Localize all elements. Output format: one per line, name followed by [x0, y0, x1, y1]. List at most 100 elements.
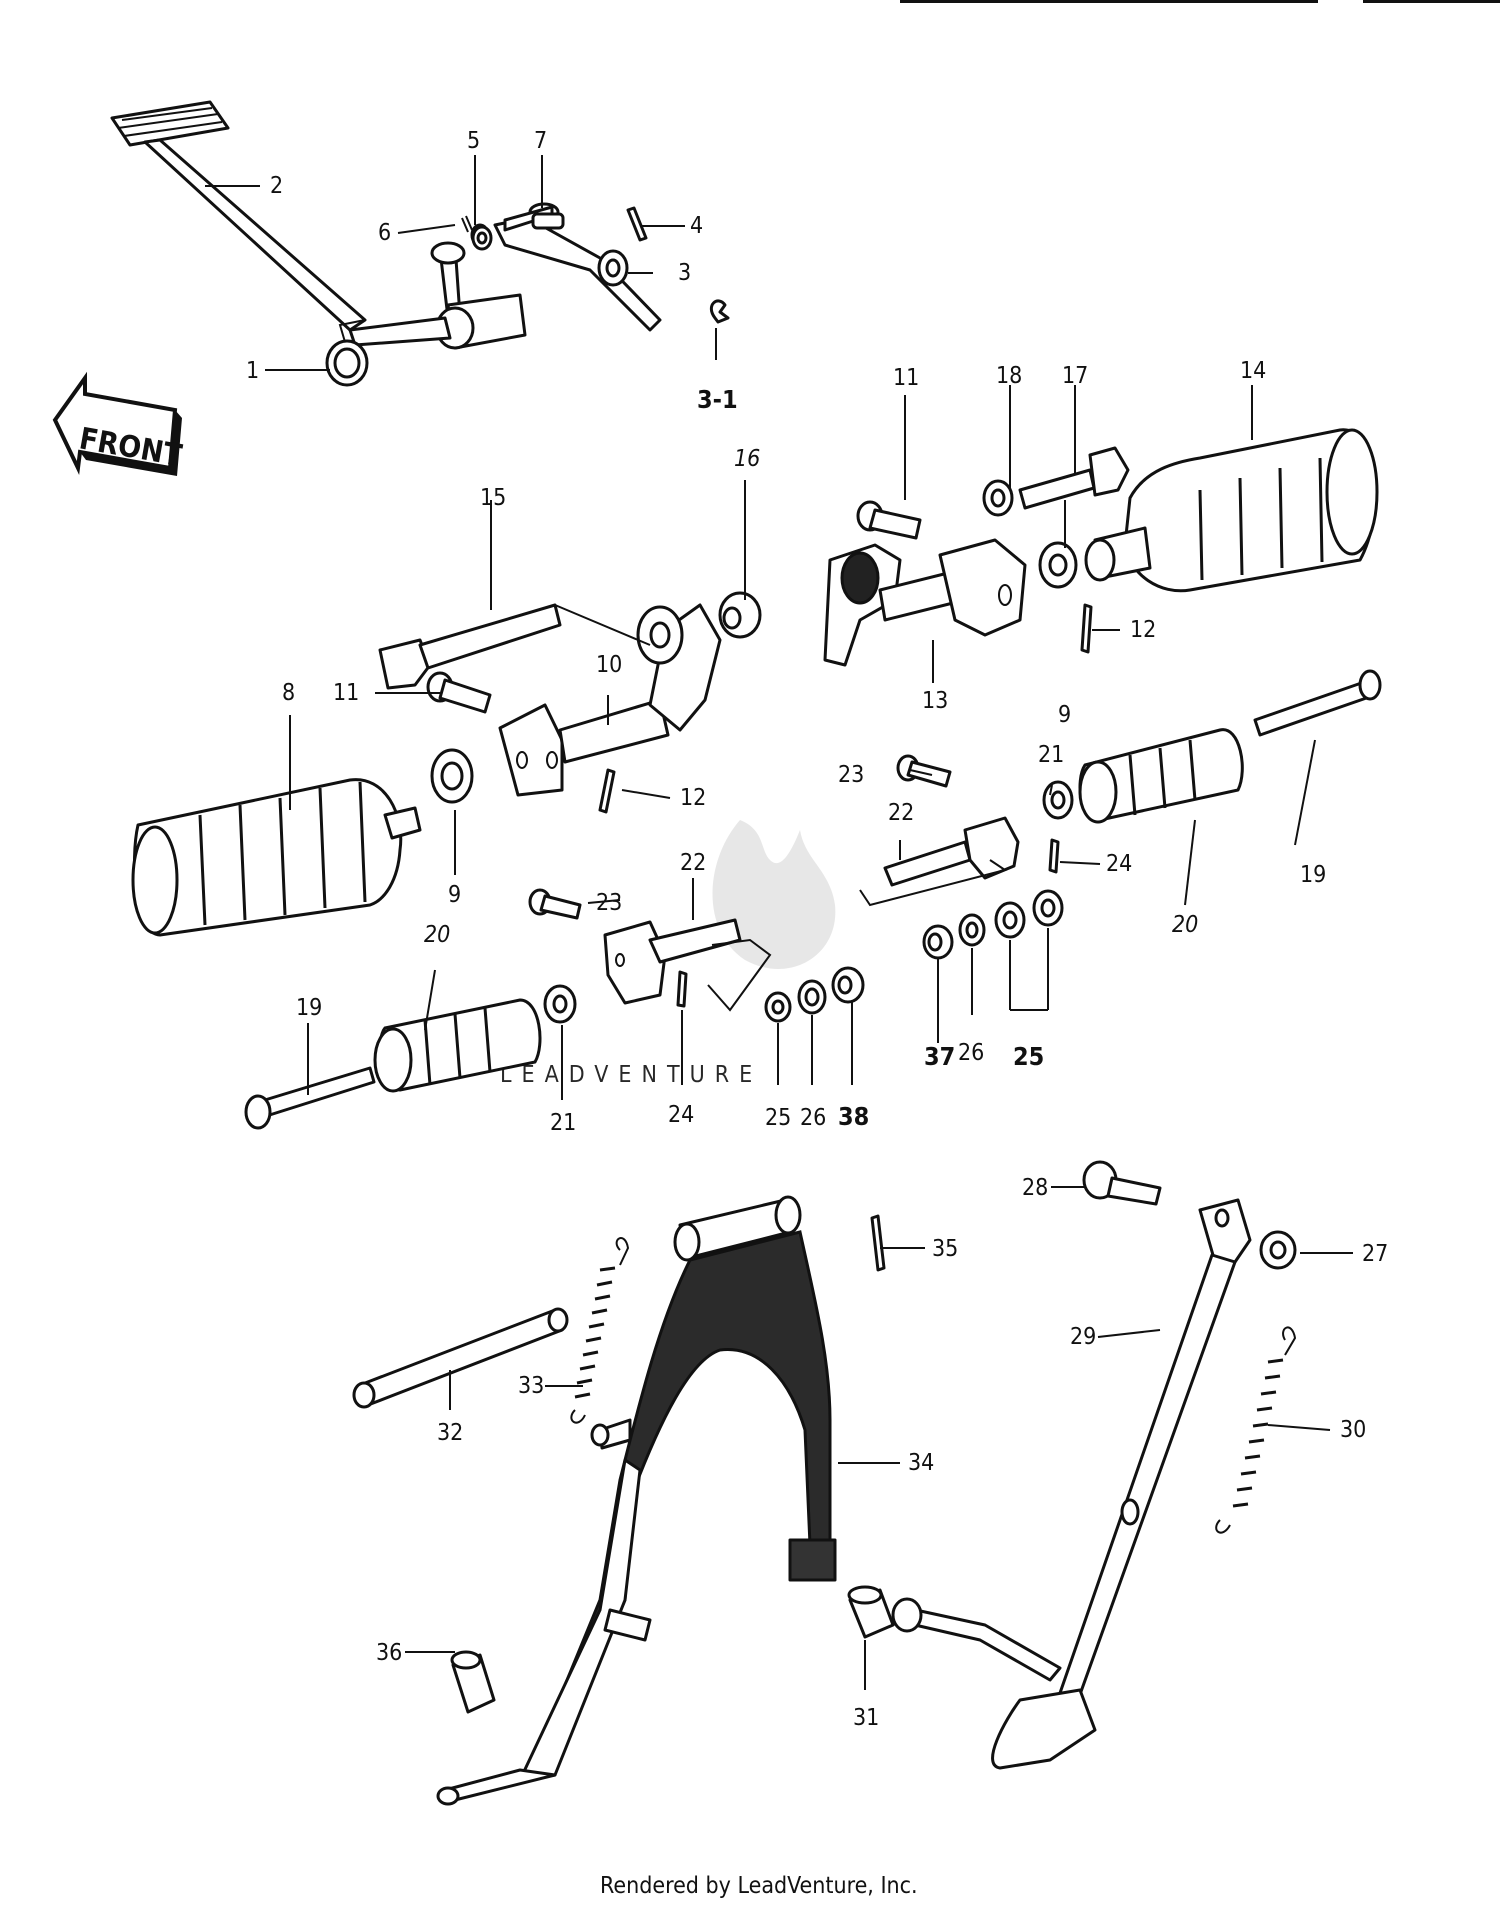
- bolt-17: [1018, 446, 1130, 510]
- callout-12-left: 12: [680, 785, 706, 811]
- watermark-text: LEADVENTURE: [500, 1062, 762, 1088]
- callout-31: 31: [853, 1705, 879, 1731]
- assembly-line-left: [707, 938, 772, 1012]
- footrest-rubber-8: [131, 778, 422, 937]
- pin-19-right: [1253, 669, 1382, 737]
- callout-21-left: 21: [550, 1110, 576, 1136]
- cotter-24-left: [676, 970, 688, 1008]
- callout-19-left: 19: [296, 995, 322, 1021]
- washer-21-left: [543, 984, 577, 1024]
- callout-3-1: 3-1: [697, 385, 738, 414]
- nut-27: [1259, 1230, 1297, 1270]
- nut-37: [922, 924, 954, 960]
- nut-38: [831, 966, 865, 1004]
- assembly-line-right: [859, 859, 1008, 907]
- callout-30: 30: [1340, 1417, 1366, 1443]
- callout-24-left: 24: [668, 1102, 694, 1128]
- callout-4: 4: [690, 213, 703, 239]
- callout-34: 34: [908, 1450, 934, 1476]
- callout-7: 7: [534, 128, 547, 154]
- pin-19-left: [244, 1066, 376, 1130]
- footrest-bracket-10: [498, 603, 722, 797]
- callout-14: 14: [1240, 358, 1266, 384]
- pin-7: [531, 212, 565, 230]
- washer-9-right: [1038, 541, 1078, 589]
- peg-bracket-22-right: [883, 816, 1020, 887]
- washer-18: [982, 479, 1014, 517]
- callout-25-left: 25: [765, 1105, 791, 1131]
- front-arrow: FRONT: [52, 371, 185, 476]
- center-stand-34: [436, 1195, 837, 1806]
- footer-credit: Rendered by LeadVenture, Inc.: [600, 1873, 918, 1899]
- washer-26-left: [797, 979, 827, 1015]
- footrest-rubber-14: [1084, 428, 1379, 593]
- callout-13: 13: [922, 688, 948, 714]
- bolt-28: [1082, 1160, 1162, 1206]
- washer-21-right: [1042, 780, 1074, 820]
- cotter-pin-4: [626, 206, 648, 242]
- callout-28: 28: [1022, 1175, 1048, 1201]
- cotter-35: [870, 1214, 886, 1272]
- washer-5: [471, 225, 493, 251]
- leader-lines: [205, 155, 1353, 1690]
- callout-36: 36: [376, 1640, 402, 1666]
- callout-23-left: 23: [596, 890, 622, 916]
- washer-9-left: [430, 748, 474, 804]
- callout-15: 15: [480, 485, 506, 511]
- callout-17: 17: [1062, 363, 1088, 389]
- callout-18: 18: [996, 363, 1022, 389]
- cotter-12-left: [598, 768, 616, 814]
- sleeve-31: [847, 1585, 895, 1639]
- peg-bracket-22-left: [603, 918, 742, 1005]
- callout-19-right: 19: [1300, 862, 1326, 888]
- clip-3-1: [709, 299, 730, 324]
- washer-25-left: [764, 991, 792, 1023]
- cotter-pin-6: [461, 215, 473, 233]
- spring-33: [570, 1237, 630, 1424]
- callout-25-right: 25: [1013, 1042, 1044, 1071]
- callout-20-left: 20: [424, 922, 450, 948]
- callout-5: 5: [467, 128, 480, 154]
- callout-2: 2: [270, 173, 283, 199]
- callout-20-right: 20: [1172, 912, 1198, 938]
- brake-pedal: [110, 100, 527, 350]
- callout-26-left: 26: [800, 1105, 826, 1131]
- callout-22-right: 22: [888, 800, 914, 826]
- callout-9-left: 9: [448, 882, 461, 908]
- washer-25-right-a: [994, 901, 1026, 939]
- washer-3: [597, 249, 629, 287]
- spring-30: [1215, 1326, 1297, 1534]
- callout-26-right: 26: [958, 1040, 984, 1066]
- callout-10: 10: [596, 652, 622, 678]
- bolt-23-right: [896, 754, 952, 788]
- callout-37: 37: [924, 1042, 955, 1071]
- cotter-24-right: [1048, 838, 1060, 874]
- callout-11-right: 11: [893, 365, 919, 391]
- callout-23-right: 23: [838, 762, 864, 788]
- callout-38: 38: [838, 1102, 869, 1131]
- callout-33: 33: [518, 1373, 544, 1399]
- callout-1: 1: [246, 358, 259, 384]
- peg-rubber-20-right: [1078, 728, 1244, 824]
- callout-29: 29: [1070, 1324, 1096, 1350]
- callout-9-right: 9: [1058, 702, 1071, 728]
- washer-25-right-b: [1032, 889, 1064, 927]
- return-spring-1: [325, 319, 369, 387]
- cotter-12-right: [1080, 603, 1093, 654]
- washer-26-right: [958, 913, 986, 947]
- callout-12-right: 12: [1130, 617, 1156, 643]
- callout-35: 35: [932, 1236, 958, 1262]
- callout-22-left: 22: [680, 850, 706, 876]
- nut-16: [718, 591, 762, 639]
- bolt-11-right: [856, 500, 922, 540]
- callout-24-right: 24: [1106, 851, 1132, 877]
- callout-27: 27: [1362, 1241, 1388, 1267]
- callout-16: 16: [734, 446, 760, 472]
- side-stand-29: [891, 1198, 1252, 1770]
- bolt-15: [378, 603, 562, 690]
- shaft-32: [352, 1307, 569, 1409]
- callout-11-left: 11: [333, 680, 359, 706]
- callout-32: 32: [437, 1420, 463, 1446]
- callout-21-right: 21: [1038, 742, 1064, 768]
